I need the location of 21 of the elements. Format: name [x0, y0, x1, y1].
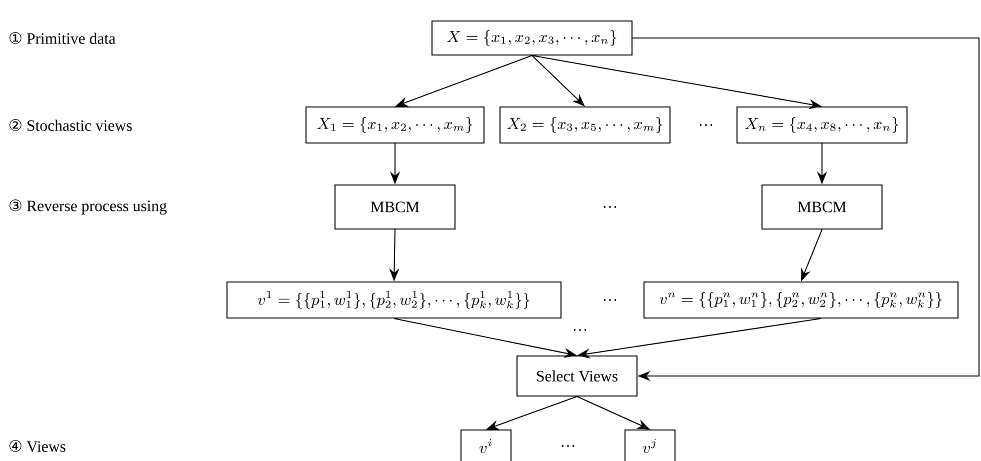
- formula-box: $v^n=\{\{p_1^n,w_1^n\},\{p_2^n,w_2^n\},\cdots,\{p_k^n,w_k^n\}\}$: [643, 281, 959, 319]
- formula-box: $X=\{x_1,x_2,x_3,\cdots,x_n\}$: [431, 20, 633, 56]
- formula-box: $v^j$: [624, 429, 676, 461]
- arrow: [632, 37, 980, 382]
- formula-box: $v^1=\{\{p_1^1,w_1^1\},\{p_2^1,w_2^1\},\cdots,\{p_k^1,w_k^1\}\}$: [226, 281, 562, 319]
- process-box: Select Views: [516, 355, 638, 397]
- step-label: ④ Views: [10, 440, 66, 452]
- step-label: ① Primitive data: [10, 32, 116, 44]
- ellipsis: …: [574, 329, 586, 331]
- formula-box: $X_n=\{x_4,x_8,\cdots,x_n\}$: [736, 106, 908, 144]
- ellipsis: …: [700, 124, 712, 126]
- formula-box: $X_2=\{x_3,x_5,\cdots,x_m\}$: [499, 106, 671, 144]
- ellipsis: …: [604, 299, 616, 301]
- formula-box: $X_1=\{x_1,x_2,\cdots,x_m\}$: [305, 106, 485, 144]
- ellipsis: …: [562, 445, 574, 447]
- step-label: ② Stochastic views: [10, 119, 132, 131]
- step-label: ③ Reverse process using: [10, 199, 167, 215]
- process-box: MBCM: [334, 184, 456, 230]
- ellipsis: …: [604, 206, 616, 208]
- process-box: MBCM: [761, 184, 883, 230]
- formula-box: $v^i$: [460, 429, 512, 461]
